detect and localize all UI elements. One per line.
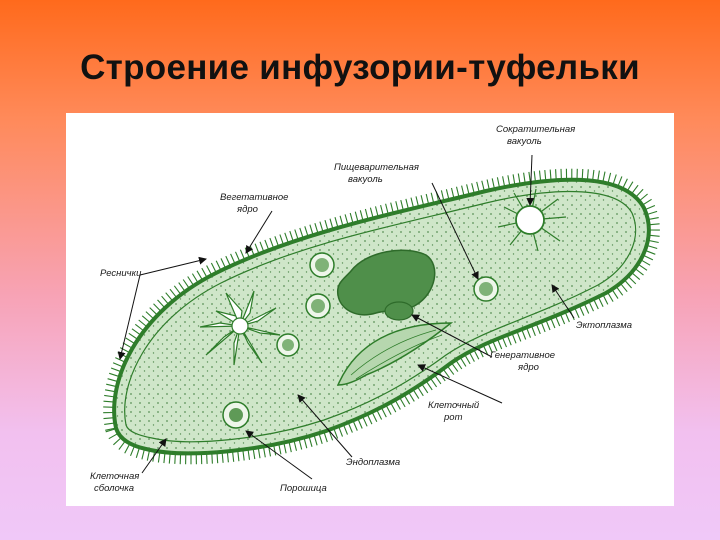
label-cilia: Реснички bbox=[100, 268, 142, 279]
digestive-vacuoles bbox=[222, 252, 499, 429]
paramecium-diagram: Сократительная вакуоль Пищеварительная в… bbox=[66, 113, 674, 506]
cell-mouth bbox=[336, 322, 454, 386]
label-ectoplasm: Эктоплазма bbox=[576, 320, 632, 331]
contractile-vacuole-posterior bbox=[199, 290, 281, 366]
label-cell-membrane: Клеточная сболочка bbox=[90, 471, 142, 494]
label-endoplasm: Эндоплазма bbox=[346, 457, 400, 468]
slide-title: Строение инфузории-туфельки bbox=[80, 48, 640, 87]
pointer-lines bbox=[117, 154, 575, 480]
label-cell-mouth: Клеточный рот bbox=[428, 400, 482, 423]
label-powder: Порошица bbox=[280, 483, 327, 494]
mouth-groove-line bbox=[350, 329, 437, 376]
label-digestive-vacuole: Пищеварительная вакуоль bbox=[334, 162, 422, 185]
label-contractile-vacuole: Сократительная вакуоль bbox=[496, 124, 578, 147]
label-vegetative-nucleus: Вегетативное ядро bbox=[220, 192, 291, 215]
mouth-groove-line bbox=[355, 334, 443, 380]
label-generative-nucleus: Генеративное ядро bbox=[490, 350, 558, 373]
diagram-svg: Сократительная вакуоль Пищеварительная в… bbox=[90, 124, 660, 494]
generative-nucleus bbox=[384, 301, 414, 321]
